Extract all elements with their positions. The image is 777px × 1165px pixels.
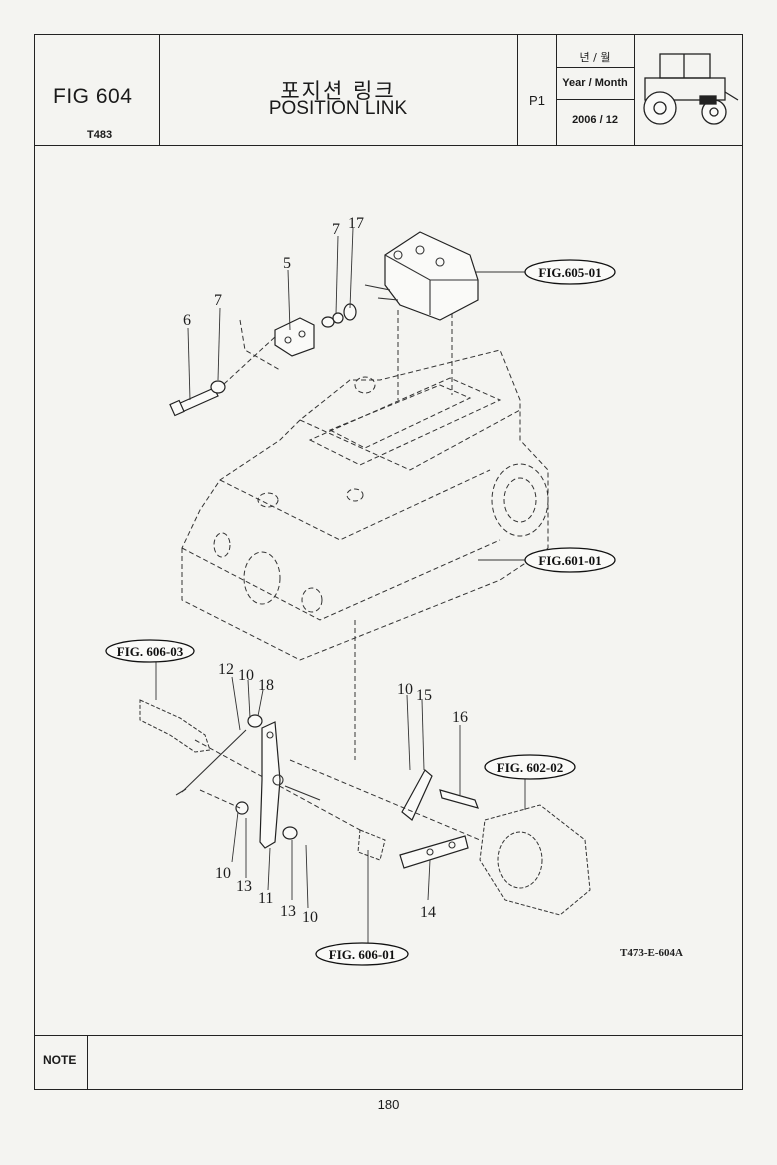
fig-ref-605-01[interactable]: FIG.605-01 xyxy=(524,259,616,285)
model-code: T483 xyxy=(87,129,113,141)
transmission-housing xyxy=(181,305,549,760)
callout: 6 xyxy=(183,312,191,329)
tractor-thumbnail-icon xyxy=(643,53,739,125)
svg-text:FIG. 602-02: FIG. 602-02 xyxy=(497,760,563,775)
valve-block xyxy=(364,231,479,321)
page-number: 180 xyxy=(377,1097,400,1112)
year-month-korean: 년 / 월 xyxy=(579,51,611,64)
callout: 13 xyxy=(236,878,252,895)
part-callouts: 17 7 5 7 6 12 10 18 10 15 16 10 13 11 13… xyxy=(183,215,468,926)
svg-text:FIG. 606-03: FIG. 606-03 xyxy=(117,644,184,659)
header-divider xyxy=(556,35,558,145)
header-divider xyxy=(634,35,636,145)
page-code: P1 xyxy=(529,93,545,108)
revision-date: 2006 / 12 xyxy=(572,114,618,126)
leader-lines xyxy=(155,227,526,945)
fig-ref-602-02[interactable]: FIG. 602-02 xyxy=(484,754,576,780)
drawing-number: T473-E-604A xyxy=(620,947,683,959)
header-divider xyxy=(159,35,161,145)
callout: 7 xyxy=(214,292,222,309)
callout: 10 xyxy=(215,865,231,882)
position-link-assembly xyxy=(139,699,591,916)
header-divider xyxy=(557,99,634,101)
year-month-label: Year / Month xyxy=(562,77,628,89)
callout: 10 xyxy=(238,667,254,684)
bolt-part-6 xyxy=(169,335,277,417)
callout: 11 xyxy=(258,890,273,907)
callout: 12 xyxy=(218,661,234,678)
figure-number: FIG 604 xyxy=(53,85,133,108)
svg-text:FIG.605-01: FIG.605-01 xyxy=(538,265,601,280)
svg-text:FIG. 606-01: FIG. 606-01 xyxy=(329,947,395,962)
callout: 18 xyxy=(258,677,274,694)
fig-ref-606-01[interactable]: FIG. 606-01 xyxy=(315,942,409,966)
title-english: POSITION LINK xyxy=(268,98,408,119)
header-divider xyxy=(517,35,519,145)
bracket-part-5 xyxy=(274,317,315,357)
callout: 10 xyxy=(397,681,413,698)
callout: 13 xyxy=(280,903,296,920)
title-korean: 포지션 링크 xyxy=(280,79,396,103)
callout: 16 xyxy=(452,709,468,726)
header-divider xyxy=(557,67,634,69)
nut-and-washer xyxy=(321,303,357,328)
note-label: NOTE xyxy=(43,1053,77,1067)
fig-ref-606-03[interactable]: FIG. 606-03 xyxy=(105,639,195,663)
fig-ref-601-01[interactable]: FIG.601-01 xyxy=(524,547,616,573)
note-top-rule xyxy=(35,1035,742,1037)
callout: 15 xyxy=(416,687,432,704)
callout: 7 xyxy=(332,221,340,238)
callout: 5 xyxy=(283,255,291,272)
note-divider xyxy=(87,1035,89,1089)
svg-text:FIG.601-01: FIG.601-01 xyxy=(538,553,601,568)
callout: 17 xyxy=(348,215,364,232)
page-frame: FIG 604 T483 포지션 링크 POSITION LINK P1 년 /… xyxy=(34,34,743,1090)
callout: 10 xyxy=(302,909,318,926)
callout: 14 xyxy=(420,904,436,921)
header-bottom-rule xyxy=(35,145,742,147)
